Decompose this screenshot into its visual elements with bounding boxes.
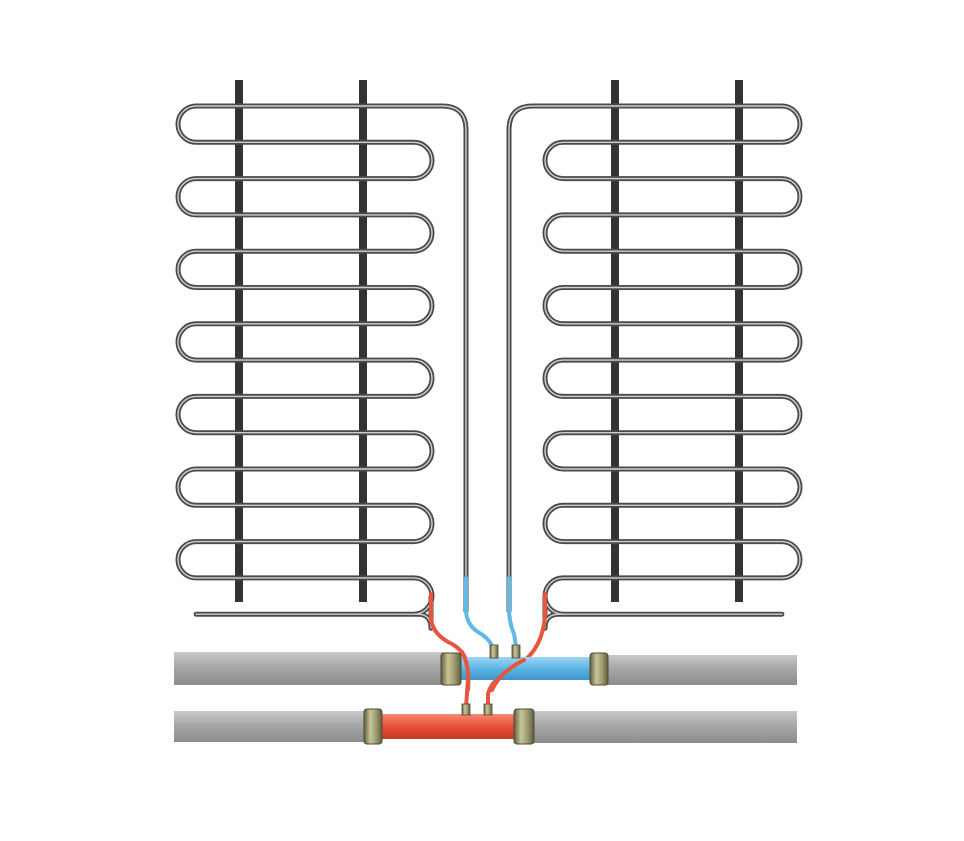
support-rail-right-2: [735, 80, 743, 602]
support-rail-left-2: [359, 80, 367, 602]
supply-tube-right-front: [490, 658, 526, 692]
coil-loop-right: [506, 103, 803, 631]
return-tube-right: [507, 576, 518, 654]
support-rails: [235, 80, 743, 602]
supply-manifold: [380, 714, 518, 739]
supply-fitting-left: [363, 708, 383, 745]
coil-loop-right-highlight: [508, 105, 801, 629]
coil-loop-left-highlight: [177, 105, 467, 629]
return-fitting-right: [589, 652, 609, 686]
return-port-1: [489, 644, 499, 659]
connector-tubes: [429, 576, 547, 710]
return-tube-left: [464, 576, 496, 654]
return-main-left-segment: [174, 652, 444, 685]
supply-port-1: [461, 703, 471, 716]
supply-tube-left-front: [460, 650, 471, 692]
return-main-right-segment: [604, 655, 797, 685]
return-manifold: [460, 657, 594, 680]
supply-main-left-segment: [174, 711, 366, 742]
support-rail-right-1: [611, 80, 619, 602]
support-rail-left-1: [235, 80, 243, 602]
supply-port-2: [483, 703, 493, 716]
return-main-pipe: [174, 644, 797, 686]
coil-loops: [175, 103, 803, 631]
supply-main-pipe: [174, 703, 797, 745]
supply-fitting-right: [513, 708, 535, 745]
supply-main-right-segment: [532, 711, 797, 743]
return-port-2: [511, 644, 521, 659]
connector-tubes-front: [460, 650, 526, 692]
return-fitting-left: [440, 652, 462, 686]
coil-loop-left: [175, 103, 469, 631]
